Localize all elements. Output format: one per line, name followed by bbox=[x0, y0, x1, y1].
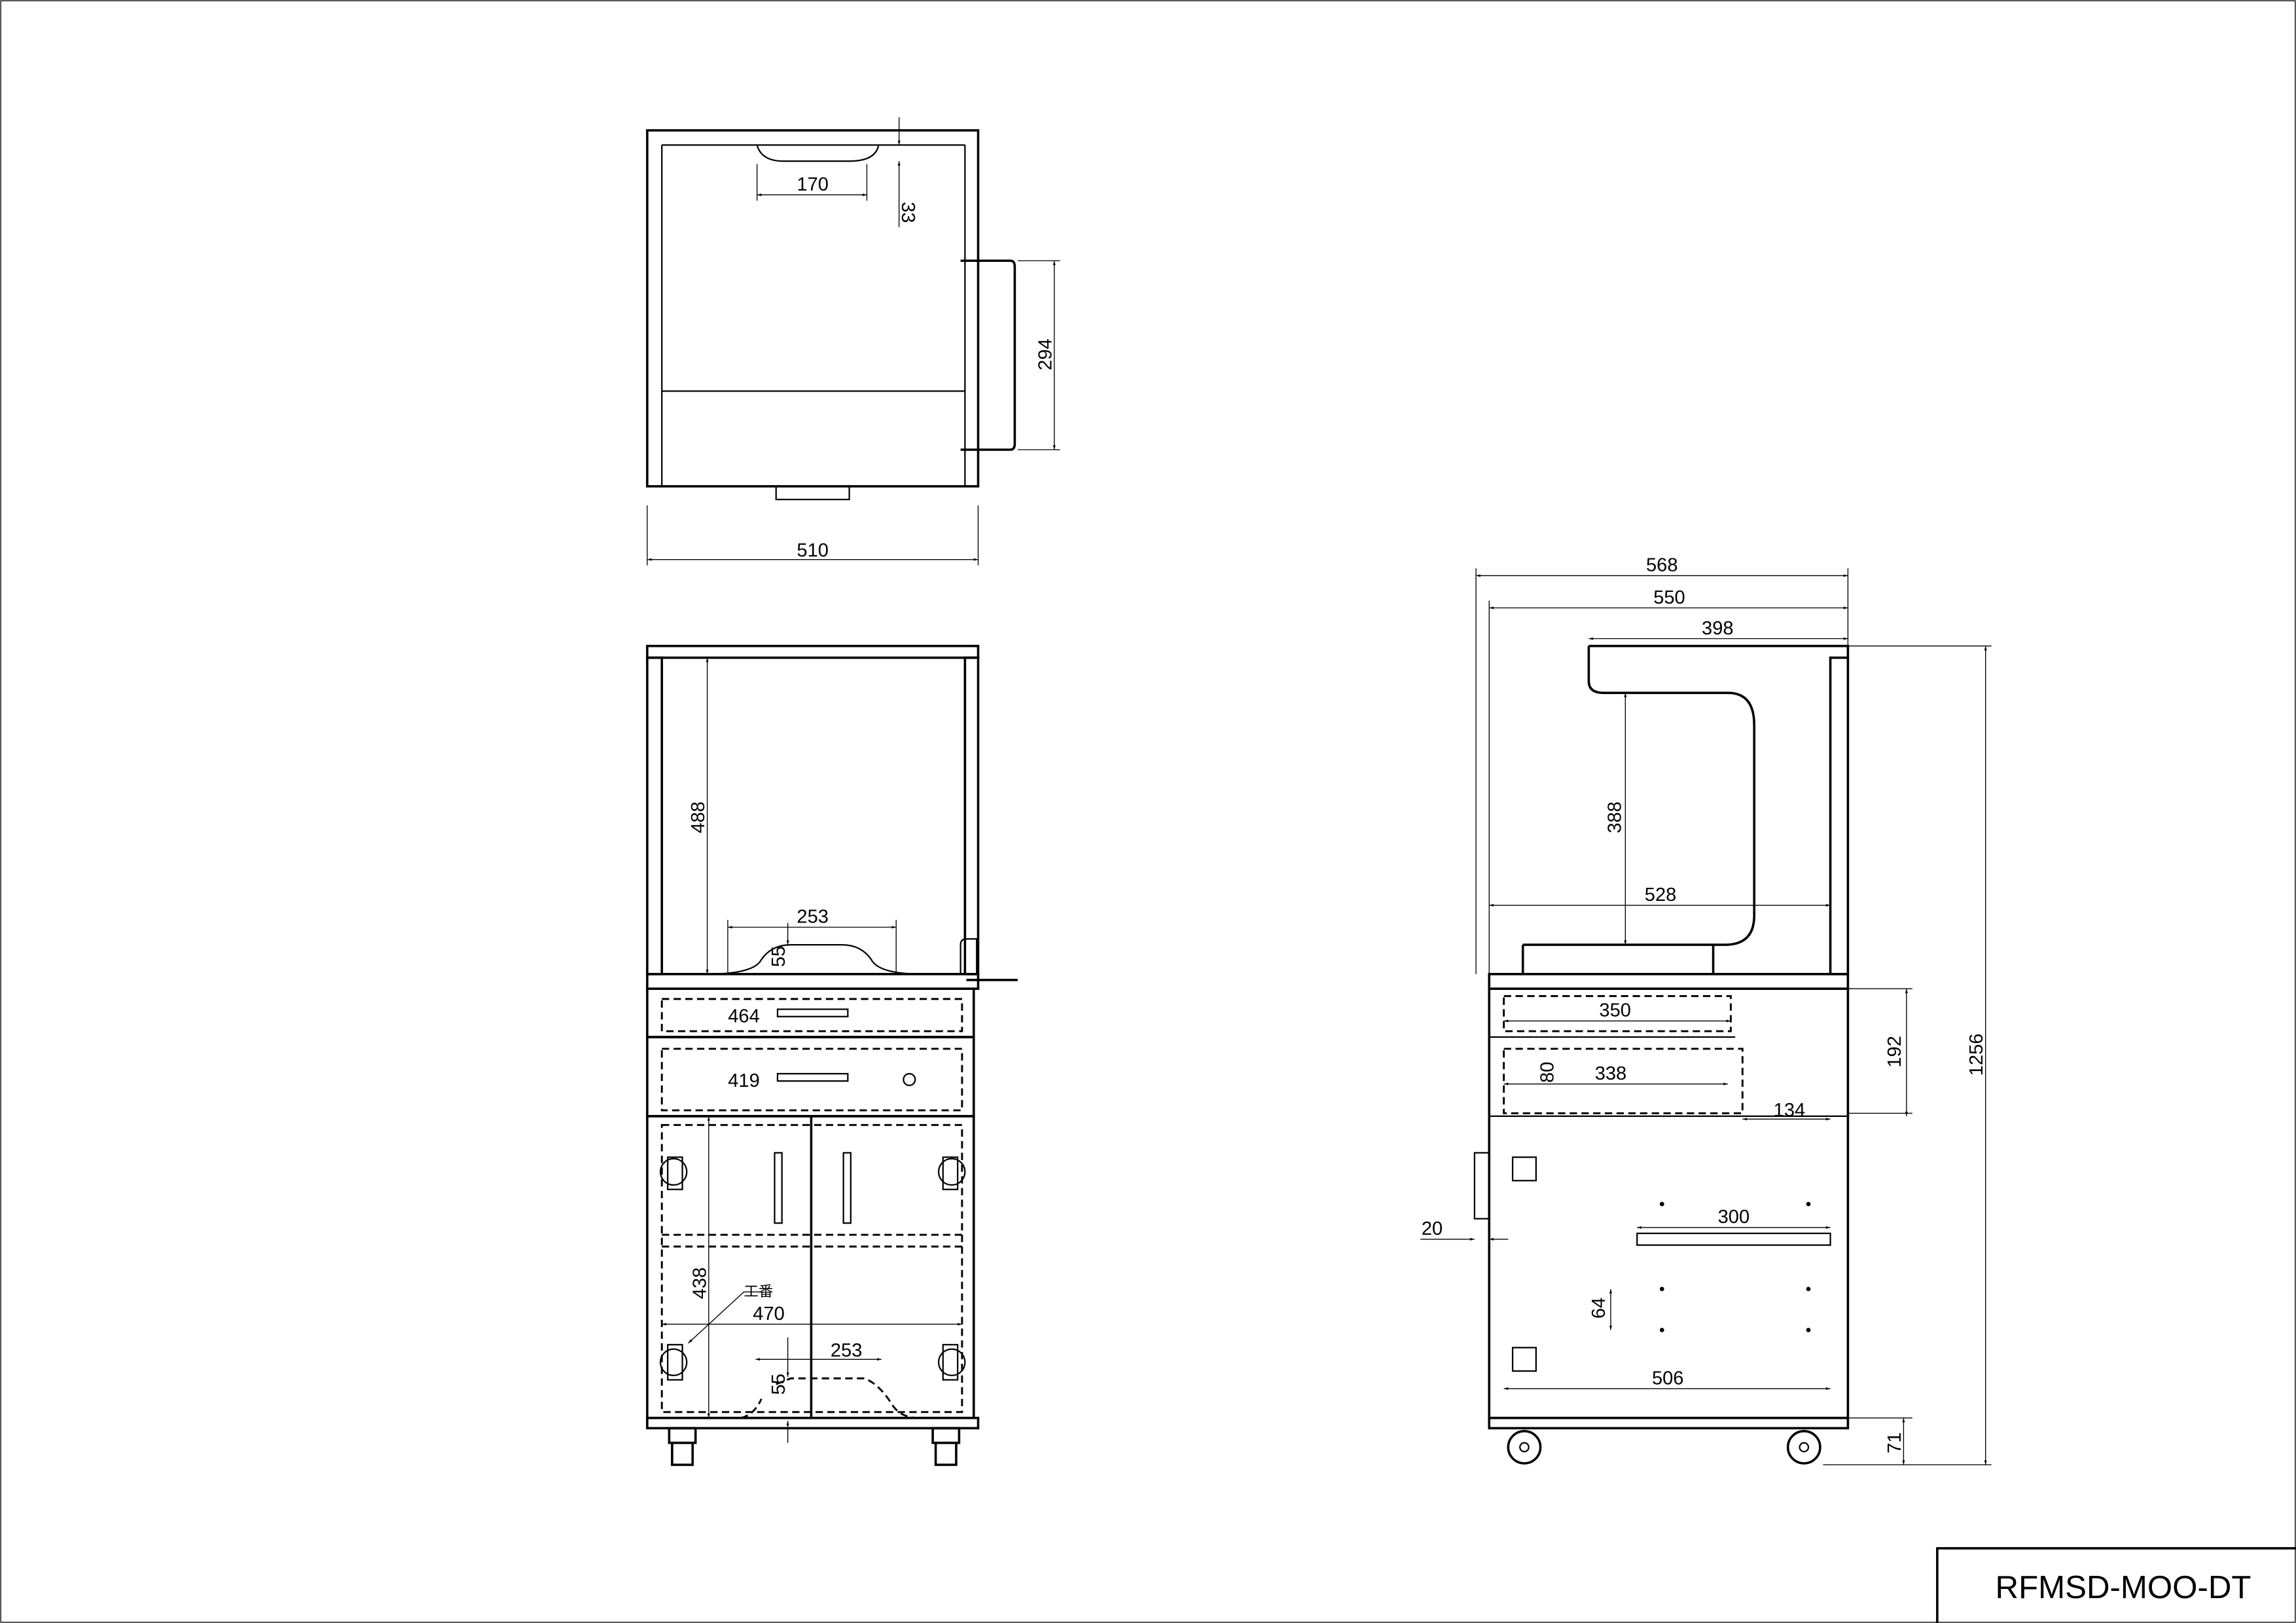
dim-inner-depth: 528 bbox=[1645, 884, 1677, 905]
dim-drawer-section-height: 192 bbox=[1884, 1036, 1905, 1068]
title-block bbox=[1936, 1547, 2296, 1623]
dim-top-notch-depth: 33 bbox=[897, 202, 918, 223]
side-view bbox=[1420, 568, 1992, 1466]
dim-upper-height: 488 bbox=[688, 801, 709, 833]
caster-right bbox=[931, 1427, 961, 1467]
dim-cabinet-depth: 506 bbox=[1652, 1368, 1684, 1389]
dim-counter-depth: 550 bbox=[1653, 587, 1685, 608]
dim-top-notch-width: 170 bbox=[797, 174, 829, 195]
caster-rear bbox=[1786, 1430, 1821, 1465]
dim-top-width: 510 bbox=[797, 540, 829, 561]
top-view bbox=[646, 117, 1060, 566]
caster-front bbox=[1507, 1430, 1542, 1465]
dim-offset: 134 bbox=[1774, 1100, 1806, 1121]
drawing-number: RFMSD-MOO-DT bbox=[1996, 1569, 2251, 1605]
caster-left bbox=[668, 1427, 697, 1467]
dim-upper-notch-width: 253 bbox=[797, 907, 829, 928]
dim-cabinet-width: 470 bbox=[753, 1304, 785, 1324]
dim-lower-notch-depth: 55 bbox=[768, 1374, 789, 1395]
dim-caster-height: 71 bbox=[1884, 1432, 1905, 1453]
dim-drawer1-width: 464 bbox=[728, 1006, 760, 1027]
dim-drawer1-depth: 350 bbox=[1599, 1000, 1631, 1021]
front-view bbox=[646, 644, 1018, 1467]
dim-lower-notch-width: 253 bbox=[831, 1340, 863, 1361]
dim-overall-height: 1256 bbox=[1966, 1034, 1987, 1076]
dim-cabinet-height: 438 bbox=[689, 1267, 710, 1300]
dim-drawer-height: 80 bbox=[1537, 1062, 1558, 1083]
hinge-label: 工番 bbox=[744, 1283, 774, 1300]
dim-arm-reach: 398 bbox=[1702, 618, 1734, 639]
dim-overall-depth: 568 bbox=[1646, 555, 1678, 576]
dim-handle-length: 294 bbox=[1035, 338, 1056, 371]
dim-shelf-width: 300 bbox=[1718, 1207, 1750, 1228]
dim-handle-offset: 20 bbox=[1422, 1218, 1443, 1239]
dim-drawer2-depth: 338 bbox=[1595, 1063, 1627, 1084]
dim-arm-height: 388 bbox=[1605, 801, 1626, 833]
dim-drawer2-width: 419 bbox=[728, 1070, 760, 1091]
dim-upper-notch-depth: 55 bbox=[768, 946, 789, 967]
dim-hole-pitch: 64 bbox=[1588, 1298, 1609, 1319]
